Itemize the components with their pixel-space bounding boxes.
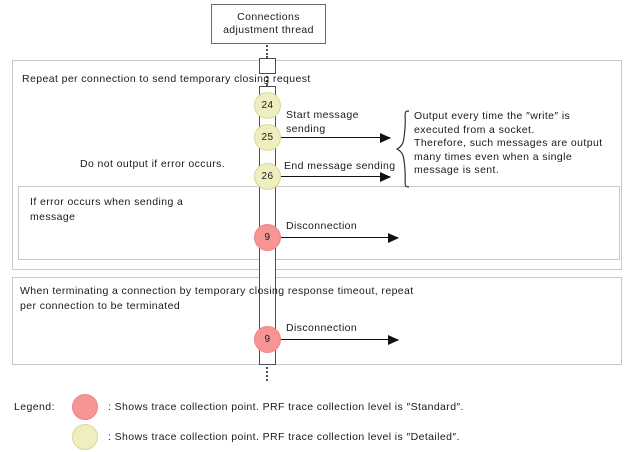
note-write-output: Output every time the ″write″ is execute…: [414, 110, 603, 176]
node-25-label: 25: [261, 132, 274, 143]
msg-disconnect-error-arrow: [280, 233, 399, 243]
msg-disconnect-terminate-label: Disconnection: [286, 322, 358, 334]
msg-end-label: End message sending: [284, 160, 396, 172]
frame-terminate: [12, 277, 622, 365]
activation-bar-head: [259, 58, 276, 74]
node-26: 26: [254, 163, 281, 190]
node-24: 24: [254, 92, 281, 119]
actor-box-line1: Connections: [237, 11, 300, 23]
node-9-terminate: 9: [254, 326, 281, 353]
frame-error-label: If error occurs when sending a message: [30, 196, 184, 223]
legend-row-standard: Legend: : Shows trace collection point. …: [14, 392, 624, 422]
msg-disconnect-error-label: Disconnection: [286, 220, 358, 232]
frame-repeat-send: [12, 60, 622, 270]
msg-start-label: Start message sending: [286, 109, 359, 135]
frame-error: [18, 186, 620, 260]
note-no-output: Do not output if error occurs.: [80, 158, 226, 170]
frame-terminate-label: When terminating a connection by tempora…: [20, 285, 414, 312]
msg-start-arrow: [280, 133, 391, 143]
legend-title: Legend:: [14, 401, 55, 413]
lifeline-dash-frame-gap: [266, 72, 268, 86]
node-9-error: 9: [254, 224, 281, 251]
legend-dot-detailed-icon: [72, 424, 98, 450]
annotation-brace: [396, 110, 410, 188]
msg-end-arrow: [280, 172, 391, 182]
lifeline-dash-top: [266, 42, 268, 58]
legend-text-standard: : Shows trace collection point. PRF trac…: [108, 401, 464, 413]
actor-box-line2: adjustment thread: [223, 24, 314, 36]
frame-repeat-send-label: Repeat per connection to send temporary …: [22, 73, 311, 85]
actor-box-connections-adjustment-thread: Connections adjustment thread: [211, 4, 326, 44]
legend: Legend: : Shows trace collection point. …: [14, 392, 624, 452]
legend-row-detailed: : Shows trace collection point. PRF trac…: [14, 422, 624, 452]
msg-disconnect-terminate-arrow: [280, 335, 399, 345]
legend-dot-standard-icon: [72, 394, 98, 420]
legend-text-detailed: : Shows trace collection point. PRF trac…: [108, 431, 460, 443]
node-9-error-label: 9: [264, 232, 271, 243]
node-26-label: 26: [261, 171, 274, 182]
node-9-terminate-label: 9: [264, 334, 271, 345]
lifeline-dash-bottom: [266, 363, 268, 381]
node-25: 25: [254, 124, 281, 151]
node-24-label: 24: [261, 100, 274, 111]
